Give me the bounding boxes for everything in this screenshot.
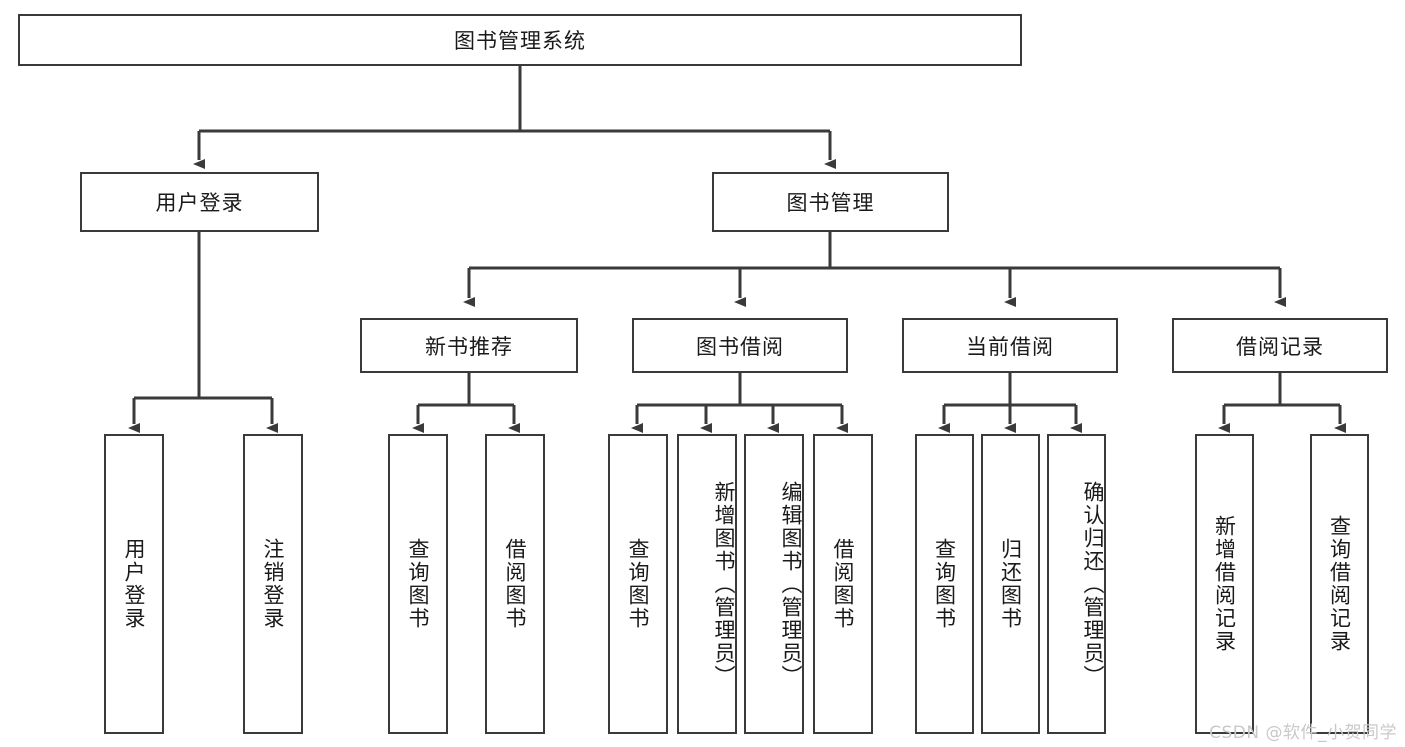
node-leaf-query-book-2-label: 查询图书: [626, 538, 651, 630]
node-book-manage[interactable]: 图书管理: [712, 172, 949, 232]
node-leaf-borrow-book-2-label: 借阅图书: [831, 538, 856, 630]
node-user-login[interactable]: 用户登录: [80, 172, 319, 232]
node-borrow-record-label: 借阅记录: [1236, 334, 1324, 359]
node-leaf-return-book-label: 归还图书: [998, 538, 1023, 630]
node-leaf-edit-book[interactable]: 编辑图书（管理员）: [744, 434, 804, 734]
node-current-borrow[interactable]: 当前借阅: [902, 318, 1118, 373]
node-book-manage-label: 图书管理: [786, 191, 875, 215]
node-leaf-user-login-label: 用户登录: [122, 538, 147, 630]
node-leaf-confirm-return[interactable]: 确认归还（管理员）: [1047, 434, 1106, 734]
node-leaf-logout[interactable]: 注销登录: [243, 434, 303, 734]
node-leaf-query-book-1[interactable]: 查询图书: [388, 434, 448, 734]
node-leaf-query-record-label: 查询借阅记录: [1327, 515, 1352, 653]
node-borrow-record[interactable]: 借阅记录: [1172, 318, 1388, 373]
node-leaf-return-book[interactable]: 归还图书: [981, 434, 1040, 734]
node-leaf-add-record[interactable]: 新增借阅记录: [1195, 434, 1254, 734]
node-book-borrow[interactable]: 图书借阅: [632, 318, 848, 373]
node-book-borrow-label: 图书借阅: [696, 334, 784, 359]
watermark-text: CSDN @软件_小贺同学: [1209, 723, 1397, 743]
node-leaf-confirm-return-label: 确认归还（管理员）: [1081, 480, 1105, 688]
node-root[interactable]: 图书管理系统: [18, 14, 1022, 66]
node-leaf-query-book-3-label: 查询图书: [932, 538, 957, 630]
node-root-label: 图书管理系统: [454, 29, 586, 53]
node-new-book-recommend[interactable]: 新书推荐: [360, 318, 578, 373]
node-leaf-query-record[interactable]: 查询借阅记录: [1310, 434, 1369, 734]
node-leaf-logout-label: 注销登录: [261, 538, 286, 630]
node-leaf-query-book-3[interactable]: 查询图书: [915, 434, 974, 734]
node-leaf-user-login[interactable]: 用户登录: [104, 434, 164, 734]
node-current-borrow-label: 当前借阅: [966, 334, 1054, 359]
node-new-book-recommend-label: 新书推荐: [425, 334, 513, 359]
node-leaf-add-record-label: 新增借阅记录: [1212, 515, 1237, 653]
node-user-login-label: 用户登录: [155, 191, 244, 215]
node-leaf-borrow-book-2[interactable]: 借阅图书: [813, 434, 873, 734]
node-leaf-add-book[interactable]: 新增图书（管理员）: [677, 434, 737, 734]
node-leaf-add-book-label: 新增图书（管理员）: [712, 480, 736, 688]
node-leaf-query-book-1-label: 查询图书: [406, 538, 431, 630]
node-leaf-borrow-book-1-label: 借阅图书: [503, 538, 528, 630]
node-leaf-edit-book-label: 编辑图书（管理员）: [779, 480, 803, 688]
node-leaf-borrow-book-1[interactable]: 借阅图书: [485, 434, 545, 734]
node-leaf-query-book-2[interactable]: 查询图书: [608, 434, 668, 734]
